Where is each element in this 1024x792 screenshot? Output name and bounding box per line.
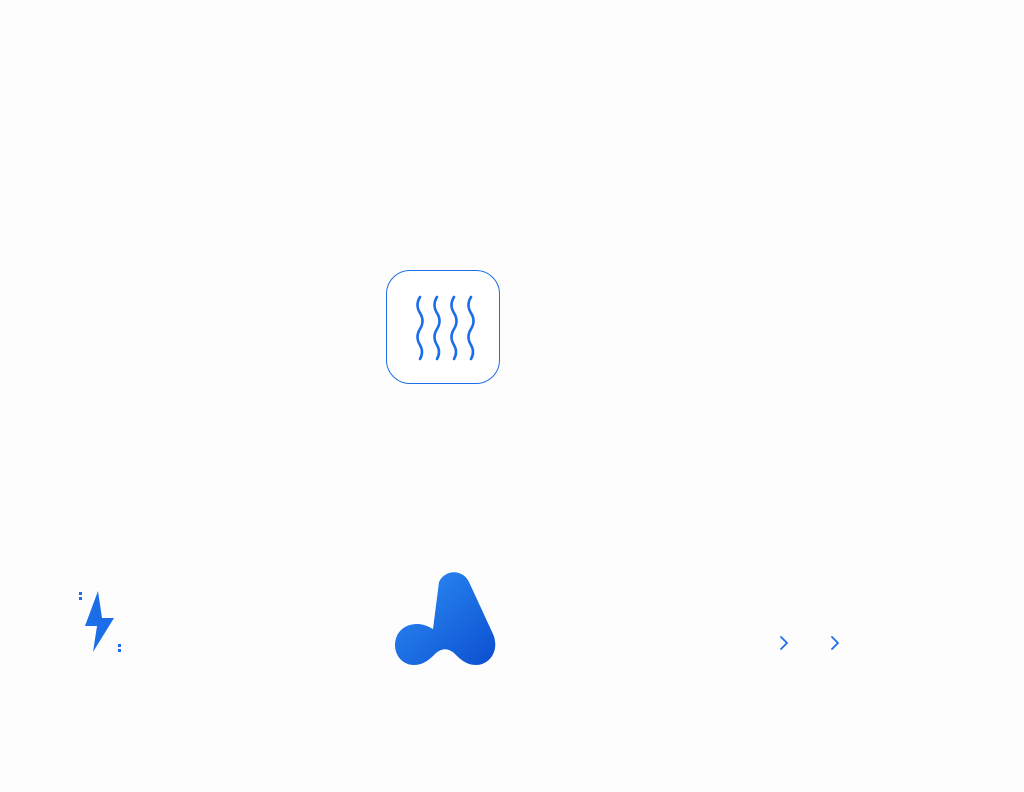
brand-logo-icon [392, 568, 500, 673]
heat-waves-tile[interactable] [386, 270, 500, 384]
heat-waves-icon [416, 295, 475, 361]
chevron-right-icon[interactable] [828, 634, 842, 652]
lightning-bolt-icon [76, 588, 128, 663]
chevron-right-icon[interactable] [777, 634, 791, 652]
